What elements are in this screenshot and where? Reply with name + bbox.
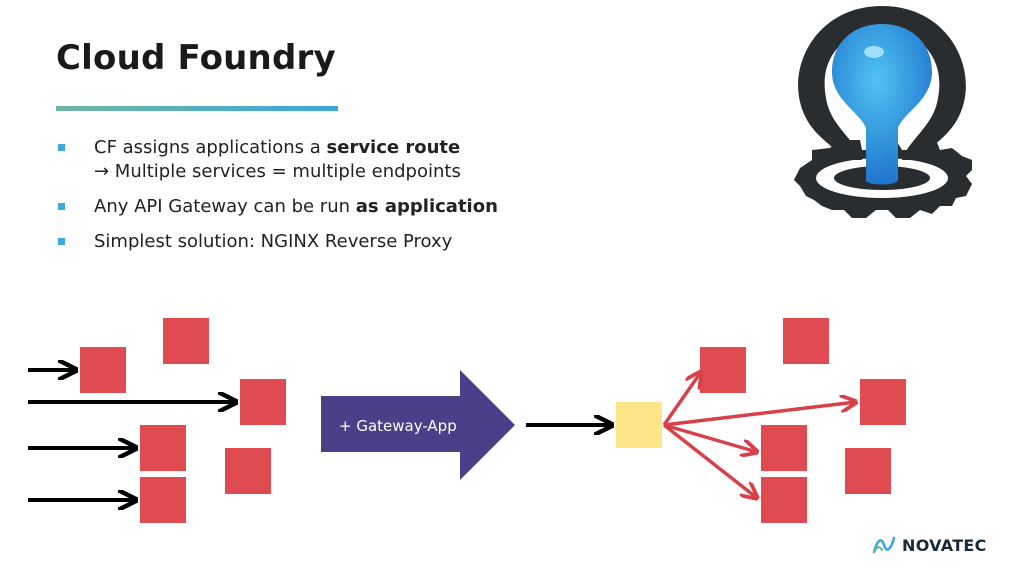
service-box	[80, 347, 126, 393]
bullet-bold: as application	[355, 196, 498, 217]
title-underline	[56, 106, 338, 111]
service-box	[240, 379, 286, 425]
bullet-marker	[58, 203, 65, 210]
brand-name: NOVATEC	[902, 535, 987, 555]
service-box	[225, 448, 271, 494]
gateway-route	[662, 423, 757, 498]
services-with-gateway	[526, 318, 906, 523]
novatec-logo: NOVATEC	[872, 534, 987, 556]
bullet-marker	[58, 238, 65, 245]
service-box	[761, 477, 807, 523]
bullet-text: Any API Gateway can be run	[94, 196, 356, 217]
bullet-list: CF assigns applications a service route …	[58, 136, 498, 265]
gateway-app-box	[616, 402, 662, 448]
bullet-item: Any API Gateway can be run as applicatio…	[58, 195, 498, 219]
gateway-route	[662, 372, 701, 427]
service-box	[761, 425, 807, 471]
bullet-marker	[58, 144, 65, 151]
novatec-icon	[872, 536, 896, 554]
bullet-item: CF assigns applications a service route …	[58, 136, 498, 184]
gateway-route	[663, 402, 856, 427]
gateway-route	[663, 423, 757, 452]
gateway-transition-arrow: + Gateway-App	[321, 370, 515, 480]
bullet-subline: → Multiple services = multiple endpoints	[94, 161, 461, 182]
drop-icon	[832, 24, 932, 185]
service-box	[140, 425, 186, 471]
service-box	[163, 318, 209, 364]
service-box	[140, 477, 186, 523]
service-box	[845, 448, 891, 494]
bullet-text: CF assigns applications a	[94, 137, 327, 158]
bullet-item: Simplest solution: NGINX Reverse Proxy	[58, 230, 498, 254]
services-without-gateway	[28, 318, 286, 523]
cloud-foundry-logo	[794, 6, 972, 218]
slide-title: Cloud Foundry	[56, 38, 336, 78]
bullet-bold: service route	[326, 137, 461, 158]
service-box	[860, 379, 906, 425]
bullet-text: Simplest solution: NGINX Reverse Proxy	[94, 231, 453, 252]
service-box	[783, 318, 829, 364]
service-box	[700, 347, 746, 393]
gateway-label: + Gateway-App	[339, 417, 457, 435]
